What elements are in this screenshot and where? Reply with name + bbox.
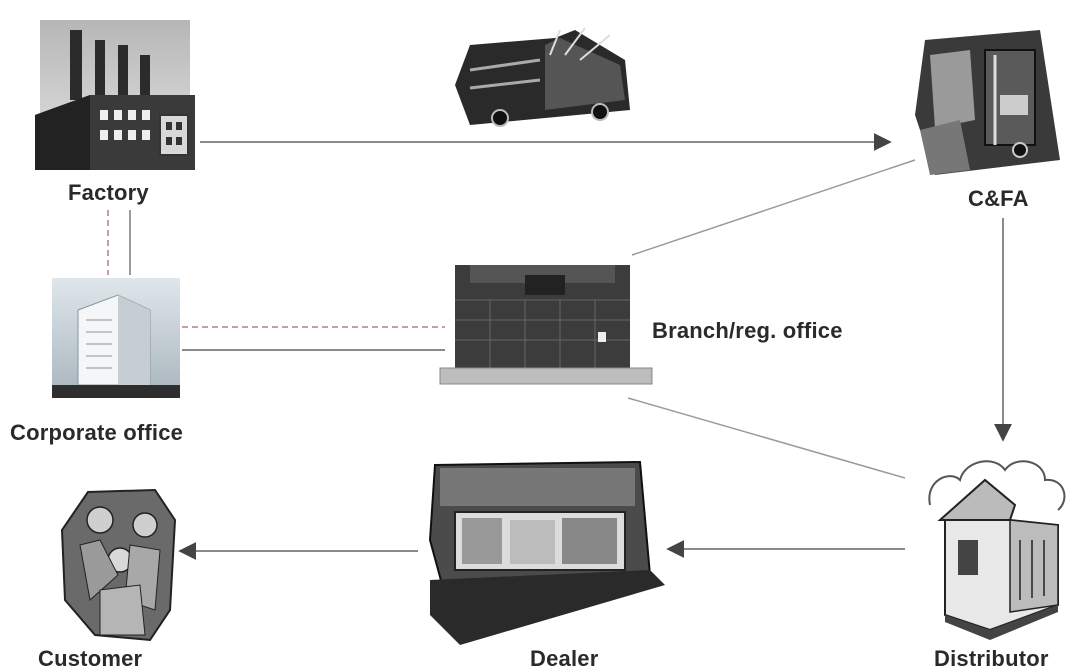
corporate-office-label: Corporate office [10,420,184,445]
customer-group-icon [60,488,177,642]
warehouse-forklift-icon [915,30,1060,175]
branch-to-cfa-line [631,159,916,256]
customer-label: Customer [38,646,143,671]
distributor-house-icon [928,460,1066,640]
store-counter-icon [428,460,665,645]
distributor-label: Distributor [934,646,1049,671]
office-building-icon [52,278,180,398]
delivery-truck-icon [455,27,630,127]
cfa-label: C&FA [968,186,1029,211]
factory-label: Factory [68,180,149,205]
branch-office-label: Branch/reg. office [652,318,843,343]
dealer-label: Dealer [530,646,599,671]
factory-icon [35,20,195,170]
branch-office-building-icon [439,265,653,385]
branch-to-distributor-line [627,397,906,479]
